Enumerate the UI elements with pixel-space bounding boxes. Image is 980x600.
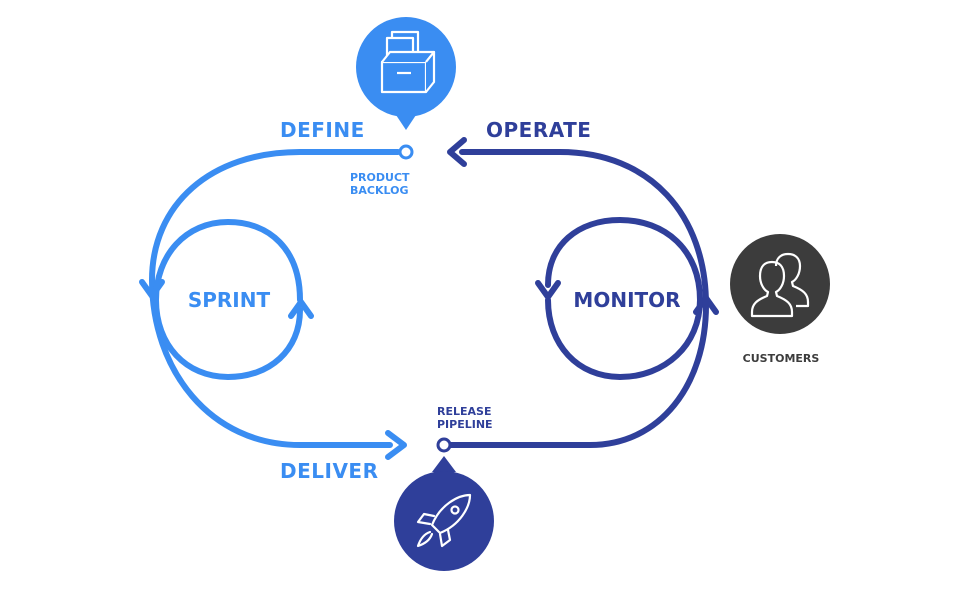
users-icon bbox=[750, 252, 810, 318]
deliver-label: DELIVER bbox=[280, 459, 379, 483]
monitor-label: MONITOR bbox=[573, 288, 680, 312]
file-box-icon bbox=[380, 30, 436, 94]
operate-arrowhead bbox=[447, 137, 467, 167]
deliver-arrowhead bbox=[385, 430, 407, 460]
product-backlog-node bbox=[398, 144, 414, 160]
release-pipeline-label-line1: RELEASE bbox=[437, 405, 491, 418]
monitor-loop bbox=[545, 216, 704, 381]
rocket-icon bbox=[416, 493, 472, 548]
define-deliver-outer-arc bbox=[148, 149, 401, 448]
release-pipeline-label-line2: PIPELINE bbox=[437, 418, 493, 431]
customers-badge bbox=[730, 234, 830, 334]
customers-label: CUSTOMERS bbox=[743, 352, 820, 365]
monitor-down-arrowhead bbox=[535, 280, 561, 300]
sprint-label: SPRINT bbox=[188, 288, 271, 312]
sprint-up-arrowhead bbox=[288, 299, 314, 319]
product-backlog-label-line1: PRODUCT bbox=[350, 171, 410, 184]
define-label: DEFINE bbox=[280, 118, 365, 142]
sprint-loop bbox=[152, 218, 303, 381]
backlog-pin bbox=[356, 17, 456, 130]
release-pin bbox=[394, 456, 494, 571]
operate-monitor-outer-arc bbox=[447, 149, 710, 448]
release-pipeline-node bbox=[436, 437, 452, 453]
product-backlog-label-line2: BACKLOG bbox=[350, 184, 409, 197]
operate-label: OPERATE bbox=[486, 118, 591, 142]
